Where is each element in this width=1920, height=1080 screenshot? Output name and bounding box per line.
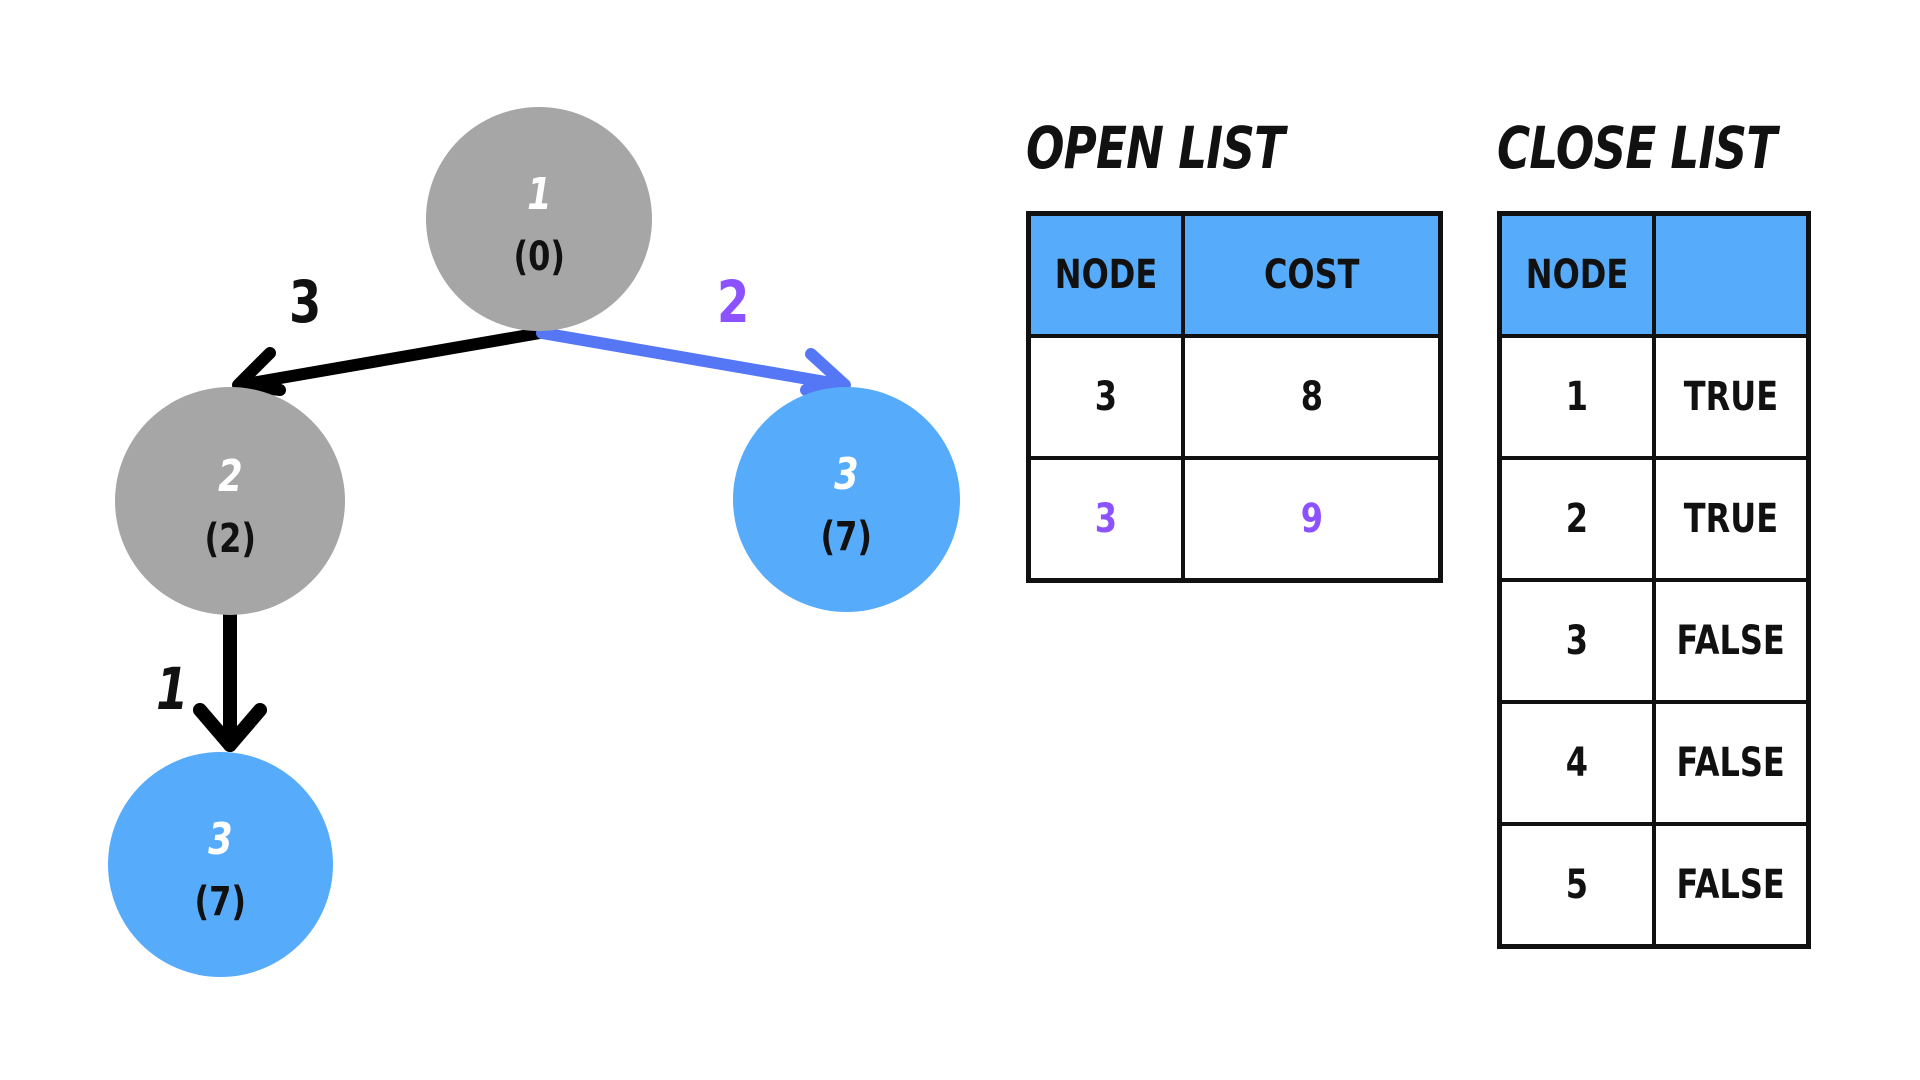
cell-cost: 9	[1181, 456, 1443, 583]
edge-weight-2-3: 1	[156, 655, 189, 723]
column-header-status	[1652, 211, 1811, 338]
table-row-highlighted: 3 9	[1026, 456, 1443, 583]
edge-1-to-2	[232, 327, 546, 396]
table-header-row: NODE	[1497, 211, 1811, 338]
cell-node: 2	[1497, 456, 1656, 582]
node-id: 2	[217, 450, 243, 502]
graph-edges	[193, 327, 851, 752]
graph-node-3-right: 3 (7)	[733, 387, 960, 612]
table-row: 3 FALSE	[1497, 578, 1811, 704]
cell-cost: 8	[1181, 334, 1443, 460]
arrowhead-icon	[232, 347, 286, 396]
edge-weight-1-3: 2	[717, 268, 750, 336]
cell-status: TRUE	[1652, 456, 1811, 582]
arrowhead-icon	[193, 703, 267, 752]
close-list-table: NODE 1 TRUE 2 TRUE 3 FALSE 4 FALSE 5 FAL…	[1497, 211, 1811, 949]
column-header-node: NODE	[1497, 211, 1656, 338]
node-cost: (2)	[204, 515, 256, 562]
open-list-table: NODE COST 3 8 3 9	[1026, 211, 1443, 583]
edge-1-to-3	[536, 327, 851, 396]
cell-node: 1	[1497, 334, 1656, 460]
cell-status: FALSE	[1652, 578, 1811, 704]
arrowhead-icon	[800, 348, 851, 396]
table-row: 4 FALSE	[1497, 700, 1811, 826]
cell-node: 4	[1497, 700, 1656, 826]
graph-node-3-bottom: 3 (7)	[108, 752, 333, 977]
node-id: 3	[834, 449, 859, 500]
search-graph: 1 (0) 2 (2) 3 (7) 3 (7) 3 2 1	[108, 107, 960, 977]
cell-status: FALSE	[1652, 822, 1811, 949]
cell-status: FALSE	[1652, 700, 1811, 826]
table-header-row: NODE COST	[1026, 211, 1443, 338]
cell-node: 3	[1497, 578, 1656, 704]
node-cost: (0)	[513, 233, 565, 280]
graph-node-1: 1 (0)	[426, 107, 652, 331]
node-id: 1	[526, 168, 552, 220]
node-id: 3	[208, 814, 233, 865]
cell-status: TRUE	[1652, 334, 1811, 460]
table-row: 5 FALSE	[1497, 822, 1811, 949]
table-row: 3 8	[1026, 334, 1443, 460]
cell-node: 5	[1497, 822, 1656, 949]
table-row: 2 TRUE	[1497, 456, 1811, 582]
table-row: 1 TRUE	[1497, 334, 1811, 460]
node-cost: (7)	[194, 879, 247, 925]
cell-node: 3	[1026, 334, 1185, 460]
edge-weight-1-2: 3	[289, 268, 322, 336]
node-cost: (7)	[820, 514, 873, 560]
close-list-title: CLOSE LIST	[1497, 114, 1777, 182]
cell-node: 3	[1026, 456, 1185, 583]
edge-2-to-3	[193, 608, 267, 752]
column-header-cost: COST	[1181, 211, 1443, 338]
graph-node-2: 2 (2)	[115, 387, 345, 615]
column-header-node: NODE	[1026, 211, 1185, 338]
open-list-title: OPEN LIST	[1026, 114, 1285, 182]
